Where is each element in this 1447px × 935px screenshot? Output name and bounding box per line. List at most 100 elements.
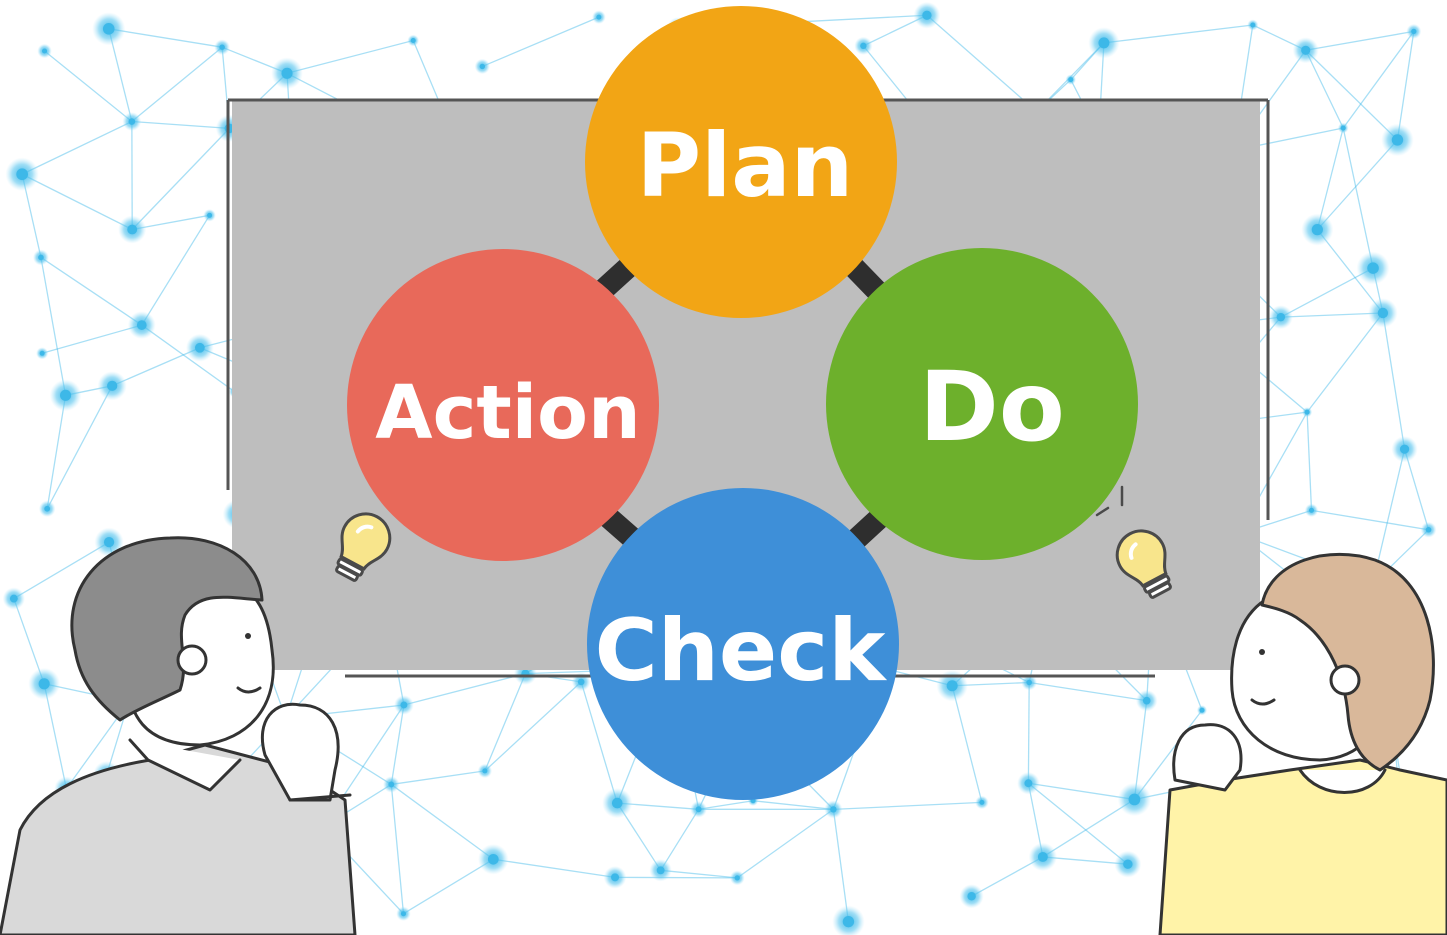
network-link xyxy=(1028,782,1135,801)
woman-hair xyxy=(1260,552,1435,772)
network-link xyxy=(580,681,618,804)
network-link xyxy=(1029,681,1147,702)
man-eye xyxy=(245,633,251,639)
network-link xyxy=(286,39,414,74)
network-node-core xyxy=(1311,224,1323,236)
network-node-core xyxy=(656,866,665,875)
man-ear xyxy=(176,644,208,676)
lightbulb-left-icon xyxy=(335,512,392,582)
network-link xyxy=(1042,856,1128,865)
network-node-core xyxy=(482,768,488,774)
network-link xyxy=(390,784,405,914)
network-link xyxy=(1305,49,1344,129)
network-link xyxy=(131,46,223,123)
do-circle-shape xyxy=(826,248,1138,560)
woman-mouth xyxy=(1250,698,1276,706)
network-node-core xyxy=(1340,125,1346,131)
network-node-core xyxy=(38,678,50,690)
network-link xyxy=(1306,312,1384,413)
network-link xyxy=(46,395,67,509)
action-label: Action xyxy=(375,370,640,456)
network-node-core xyxy=(281,67,293,79)
network-link xyxy=(736,808,834,879)
network-link xyxy=(1027,782,1129,865)
network-node-core xyxy=(128,118,136,125)
network-node-core xyxy=(410,38,416,44)
network-link xyxy=(43,683,68,789)
network-node-core xyxy=(44,505,51,512)
network-node-core xyxy=(842,915,855,928)
network-link xyxy=(1316,229,1384,314)
network-link xyxy=(1042,798,1135,858)
network-node-core xyxy=(1308,507,1314,513)
network-link xyxy=(40,257,67,396)
network-node-core xyxy=(127,224,138,235)
network-link xyxy=(615,876,738,879)
network-link xyxy=(833,801,982,811)
network-node-core xyxy=(830,806,837,813)
network-link xyxy=(951,685,983,803)
circle-check: Check xyxy=(587,488,899,800)
network-node-core xyxy=(979,799,985,805)
network-link xyxy=(1316,127,1344,230)
network-link xyxy=(1306,412,1313,511)
network-node-core xyxy=(194,342,205,353)
network-link xyxy=(752,800,834,811)
network-node-core xyxy=(946,680,958,692)
network-node-core xyxy=(1142,696,1151,705)
network-node-core xyxy=(60,389,72,401)
network-link xyxy=(926,14,1037,113)
network-node-core xyxy=(596,14,602,20)
network-node-core xyxy=(695,806,702,813)
network-link xyxy=(131,127,230,230)
man-hand xyxy=(260,702,340,802)
plan-label: Plan xyxy=(637,114,854,217)
network-node-core xyxy=(1068,77,1074,83)
network-node-core xyxy=(39,350,45,356)
network-node-core xyxy=(207,212,213,218)
network-node-core xyxy=(9,594,18,603)
circle-do: Do xyxy=(826,248,1138,560)
check-label: Check xyxy=(595,601,888,701)
network-link xyxy=(484,673,527,772)
network-link xyxy=(403,672,526,706)
network-node-core xyxy=(107,380,118,391)
network-link xyxy=(390,783,494,860)
network-link xyxy=(1403,448,1430,530)
network-node-core xyxy=(1377,307,1389,319)
network-link xyxy=(484,681,582,772)
network-link xyxy=(108,28,223,48)
network-link xyxy=(141,214,211,326)
network-link xyxy=(40,256,143,326)
network-node-core xyxy=(103,537,115,548)
network-link xyxy=(1103,24,1253,44)
network-link xyxy=(482,16,600,68)
network-link xyxy=(1316,139,1398,231)
network-node-core xyxy=(400,911,406,917)
network-link xyxy=(1305,49,1398,141)
network-node-core xyxy=(922,10,932,20)
person-woman-illustration xyxy=(1158,552,1447,935)
network-node-core xyxy=(577,678,585,686)
network-node-core xyxy=(38,254,44,261)
network-node-core xyxy=(1098,37,1110,49)
plan-circle-shape xyxy=(585,6,897,318)
network-link xyxy=(111,347,201,387)
network-link xyxy=(1382,312,1406,450)
network-node-core xyxy=(1026,679,1032,686)
network-link xyxy=(13,541,110,600)
action-circle-shape xyxy=(347,249,659,561)
network-link xyxy=(44,50,133,123)
network-node-core xyxy=(1367,262,1379,274)
network-node-core xyxy=(1276,312,1286,322)
network-link xyxy=(1342,127,1374,269)
do-label: Do xyxy=(919,351,1065,463)
network-node-core xyxy=(487,853,499,865)
network-node-core xyxy=(219,44,225,50)
network-link xyxy=(41,324,142,354)
network-link xyxy=(141,324,236,393)
network-node-core xyxy=(1128,793,1141,806)
network-node-core xyxy=(1250,22,1256,28)
network-link xyxy=(1311,509,1429,531)
